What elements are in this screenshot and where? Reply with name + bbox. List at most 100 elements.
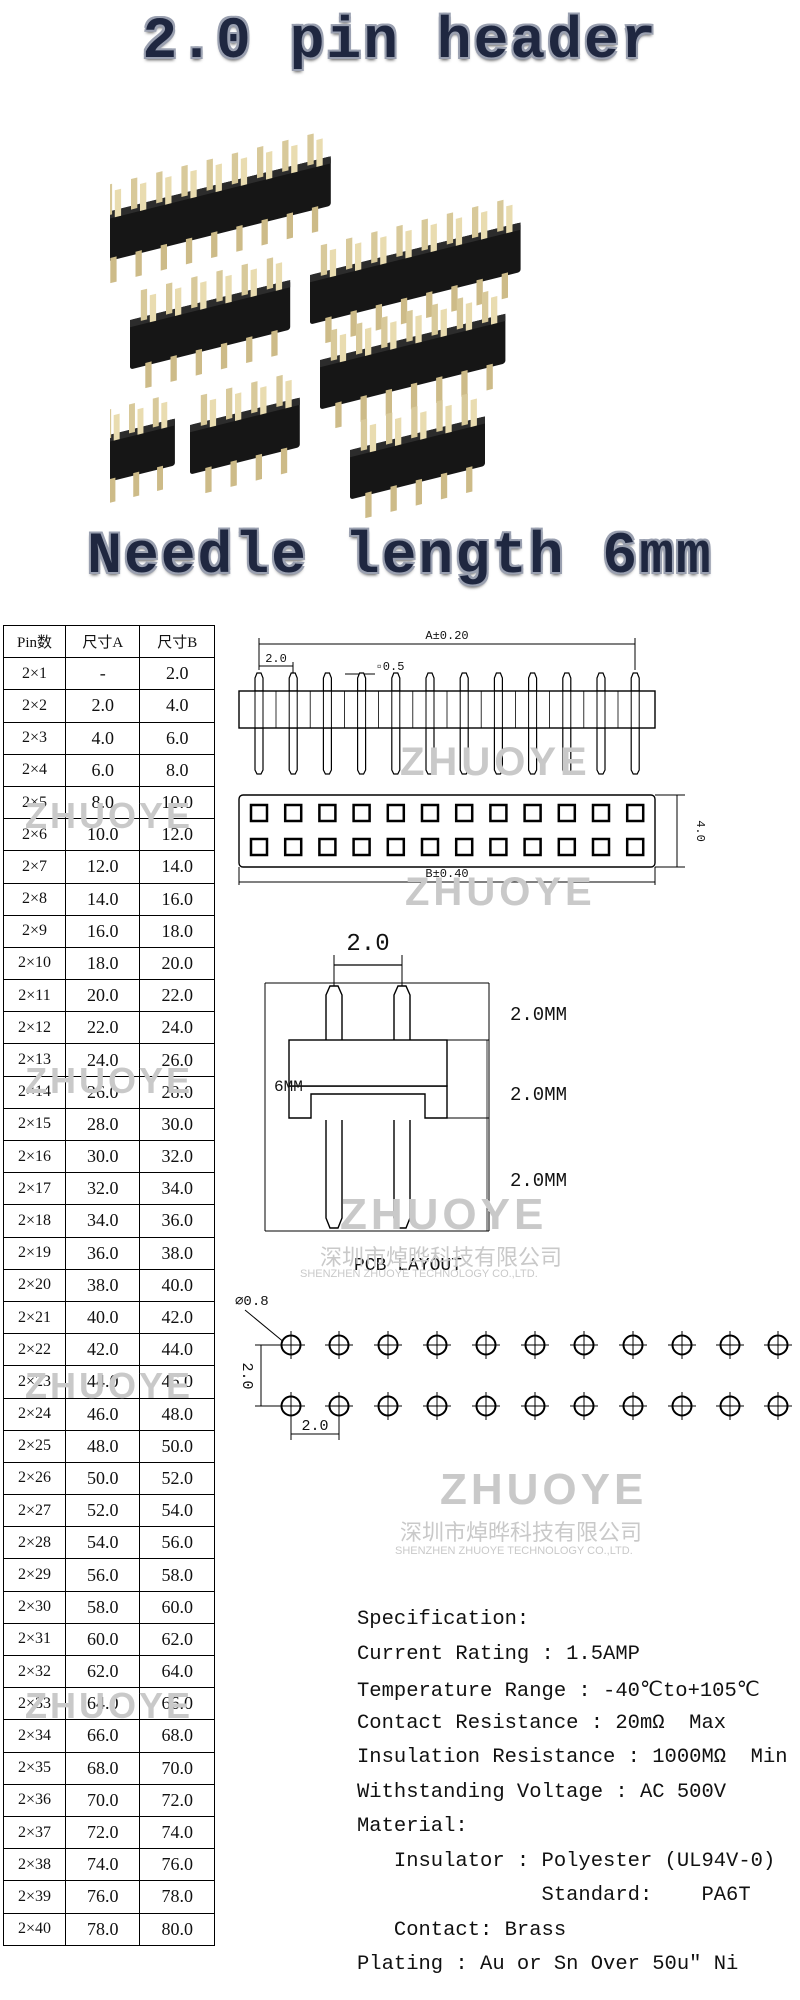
pin-square <box>318 803 337 823</box>
top-view: 4.0B±0.40 <box>238 794 707 885</box>
pin-count-cell: 2×25 <box>3 1429 66 1463</box>
size-b-cell: 60.0 <box>139 1590 215 1624</box>
page-subtitle: Needle length 6mm <box>87 525 713 590</box>
size-a-cell: 38.0 <box>64 1268 141 1302</box>
pin-top <box>456 297 464 330</box>
size-a-cell: 76.0 <box>64 1880 141 1914</box>
pin-lower <box>630 727 640 775</box>
size-a-cell: 60.0 <box>64 1622 141 1657</box>
pin-top <box>251 381 258 414</box>
size-b-cell: 58.0 <box>139 1558 215 1592</box>
size-a-cell: 70.0 <box>64 1783 141 1817</box>
side-pitch-label: 2.0 <box>346 931 389 958</box>
pin-bottom <box>426 291 433 319</box>
size-b-cell: 80.0 <box>139 1912 215 1946</box>
pin-count-cell: 2×5 <box>3 785 66 820</box>
pin-top <box>369 423 377 453</box>
side-seg-top-label: 2.0MM <box>510 1004 567 1026</box>
pin-bottom <box>451 284 458 312</box>
table-row: 2×1-2.0 <box>3 657 215 691</box>
pin-count-cell: 2×38 <box>3 1848 66 1882</box>
pin-top <box>386 412 393 445</box>
pin-lower <box>425 727 435 775</box>
insulator-body <box>130 280 291 369</box>
pin-lower <box>393 1120 411 1229</box>
dim-b-label: B±0.40 <box>425 867 468 881</box>
size-a-cell: 28.0 <box>64 1107 141 1142</box>
pin-lower <box>562 727 572 775</box>
pin-top <box>129 403 135 434</box>
pin-bottom <box>133 471 140 497</box>
pin-top <box>110 183 113 216</box>
pin-square <box>283 837 303 857</box>
pin-lower <box>322 727 332 775</box>
pin-top <box>166 282 173 315</box>
pin-bottom <box>436 376 443 404</box>
size-b-cell: 30.0 <box>139 1107 215 1142</box>
pin-top <box>282 139 289 172</box>
pin-bottom <box>311 206 319 233</box>
pin-top <box>365 327 372 356</box>
pin-count-cell: 2×30 <box>3 1590 66 1624</box>
size-b-cell: 10.0 <box>139 785 215 820</box>
pin-lower <box>596 727 606 775</box>
page-title: 2.0 pin header <box>142 10 658 75</box>
pin-count-cell: 2×12 <box>3 1011 66 1045</box>
pin-square <box>283 803 303 823</box>
pin-top <box>114 188 122 218</box>
size-a-cell: 10.0 <box>64 818 141 852</box>
pin-top <box>113 413 120 441</box>
pin-count-cell: 2×34 <box>3 1719 66 1753</box>
pin-square <box>249 837 269 857</box>
side-insulator <box>288 1085 448 1119</box>
size-a-cell: 52.0 <box>64 1494 141 1528</box>
pin-square <box>489 837 508 857</box>
pin-square <box>625 837 645 857</box>
side-insulator-body <box>288 1039 448 1087</box>
pin-top <box>482 291 489 324</box>
pin-bottom <box>246 336 253 364</box>
size-b-cell: 42.0 <box>139 1300 215 1335</box>
pin-top <box>190 169 197 199</box>
pin-bottom <box>157 465 164 492</box>
spec-line: Current Rating : 1.5AMP <box>357 1642 640 1666</box>
pin-top <box>356 322 363 355</box>
pcb-row-pitch-label: 2.0 <box>238 1362 255 1389</box>
spec-line: Insulator : Polyester (UL94V-0) <box>357 1849 776 1873</box>
size-b-cell: 38.0 <box>139 1236 215 1270</box>
pin-count-cell: 2×9 <box>3 914 66 948</box>
pin-top <box>431 303 438 336</box>
pin-count-cell: 2×36 <box>3 1783 66 1817</box>
pin-top <box>396 224 403 258</box>
size-b-cell: 72.0 <box>139 1783 215 1817</box>
size-b-cell: 64.0 <box>139 1654 215 1689</box>
pin-square <box>420 803 440 823</box>
pin-top <box>465 302 473 331</box>
spec-line: Withstanding Voltage : AC 500V <box>357 1780 727 1804</box>
insulator-top <box>130 280 291 328</box>
pin-count-cell: 2×26 <box>3 1461 66 1496</box>
size-b-cell: 20.0 <box>139 946 215 981</box>
pin-top <box>440 308 447 338</box>
pin-count-cell: 2×37 <box>3 1815 66 1850</box>
pin-bottom <box>145 361 152 389</box>
pcb-title: PCB LAYOUT <box>354 1256 462 1276</box>
pin-header-part <box>110 397 175 503</box>
pin-bottom <box>325 316 332 344</box>
size-a-cell: 22.0 <box>64 1011 141 1045</box>
pin-top <box>161 401 168 429</box>
size-b-cell: 34.0 <box>139 1172 215 1206</box>
pin-count-cell: 2×2 <box>3 689 66 723</box>
size-b-cell: 62.0 <box>139 1622 215 1657</box>
pin-bottom <box>461 369 468 397</box>
pin-top <box>430 223 437 253</box>
